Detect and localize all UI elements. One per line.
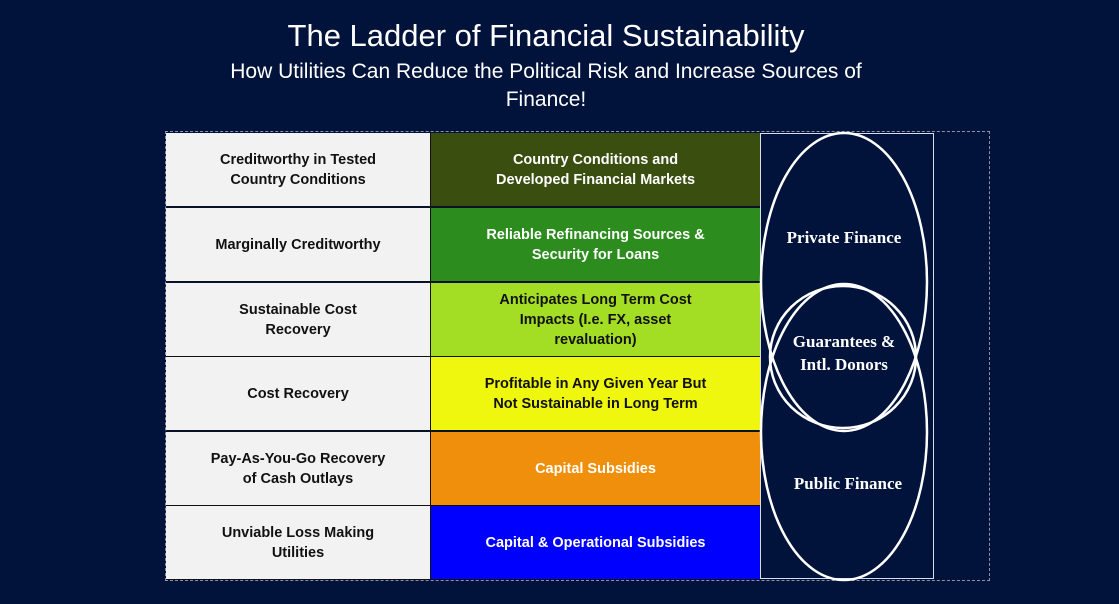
level-description: Profitable in Any Given Year But Not Sus…: [431, 357, 760, 431]
level-label: Cost Recovery: [166, 357, 431, 431]
guarantees-label: Guarantees & Intl. Donors: [792, 332, 896, 374]
level-label: Marginally Creditworthy: [166, 208, 431, 282]
slide-subtitle: How Utilities Can Reduce the Political R…: [230, 60, 862, 111]
level-label: Creditworthy in Tested Country Condition…: [166, 133, 431, 207]
ladder-row: Creditworthy in Tested Country Condition…: [166, 133, 760, 207]
level-label: Pay-As-You-Go Recovery of Cash Outlays: [166, 432, 431, 506]
public-finance-ellipse: [759, 282, 929, 582]
level-description: Country Conditions and Developed Financi…: [431, 133, 760, 207]
slide-title: The Ladder of Financial Sustainability: [287, 18, 805, 53]
private-finance-label: Private Finance: [786, 228, 902, 247]
level-description: Anticipates Long Term Cost Impacts (I.e.…: [431, 283, 760, 357]
diagram-frame: [165, 131, 990, 581]
level-label: Unviable Loss Making Utilities: [166, 506, 431, 580]
guarantees-ellipse: [768, 284, 918, 430]
level-description: Reliable Refinancing Sources & Security …: [431, 208, 760, 282]
public-finance-label: Public Finance: [793, 474, 903, 493]
level-description: Capital & Operational Subsidies: [431, 506, 760, 580]
level-label: Sustainable Cost Recovery: [166, 283, 431, 357]
level-description: Capital Subsidies: [431, 432, 760, 506]
private-finance-ellipse: [759, 131, 929, 433]
